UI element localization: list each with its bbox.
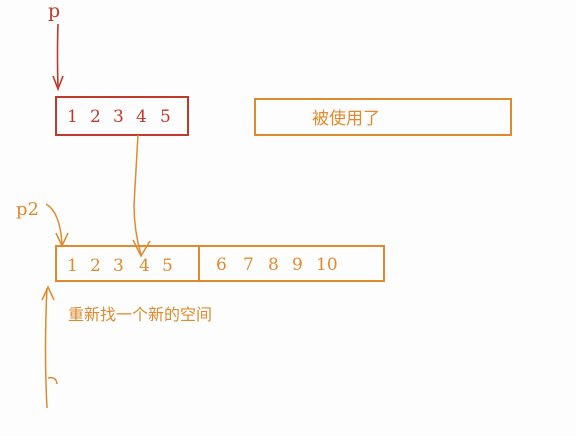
old-value: 5 [160, 107, 171, 127]
old-block [55, 96, 189, 136]
new-value: 8 [268, 255, 279, 275]
new-value: 5 [162, 256, 173, 276]
pointer-p-arrow-shaft [56, 23, 59, 89]
old-value: 4 [136, 107, 147, 127]
old-value: 3 [113, 107, 124, 127]
return-arrow-head [41, 285, 55, 301]
used-block-label: 被使用了 [312, 108, 380, 129]
old-block-values: 1 2 3 4 5 [67, 107, 171, 127]
new-value: 6 [216, 255, 227, 275]
new-value: 7 [243, 255, 254, 275]
annotation-text: 重新找一个新的空间 [68, 305, 212, 324]
new-value: 10 [316, 255, 338, 275]
copy-arrow-shaft [133, 134, 142, 256]
used-block [254, 98, 512, 136]
new-block-copied-values: 1 2 3 4 5 [67, 256, 173, 276]
pointer-p-label: p [48, 0, 60, 22]
new-value: 1 [67, 256, 78, 276]
new-value: 3 [113, 256, 124, 276]
new-block [55, 245, 385, 282]
pointer-p2-arrow-shaft [45, 203, 63, 245]
copy-arrow-head [132, 239, 151, 258]
new-value: 9 [292, 255, 303, 275]
pointer-p-arrow-head [52, 75, 64, 92]
old-value: 2 [90, 107, 101, 127]
new-value: 4 [139, 256, 150, 276]
return-arrow-shaft [44, 287, 48, 409]
old-value: 1 [67, 107, 78, 127]
return-arrow-tick [47, 376, 58, 385]
pointer-p2-label: p2 [16, 199, 39, 220]
new-value: 2 [90, 256, 101, 276]
new-block-appended-values: 6 7 8 9 10 [216, 255, 338, 275]
